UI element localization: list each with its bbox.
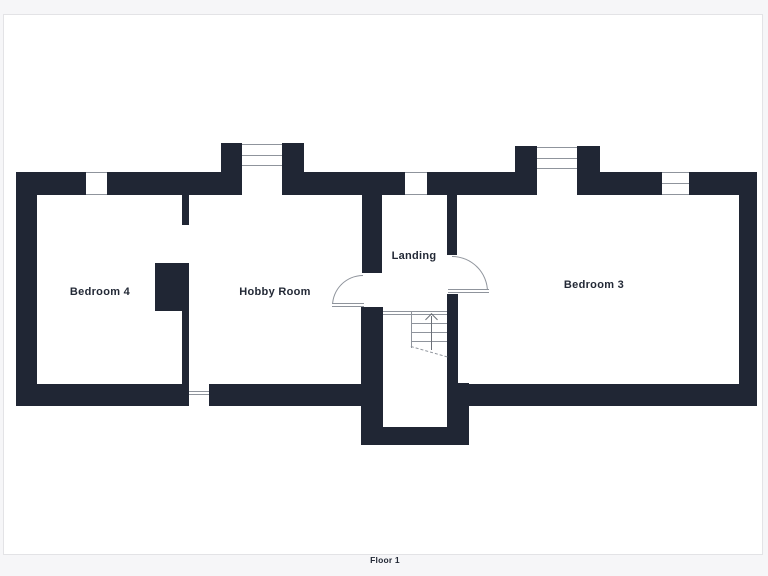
window-landing-top [405,172,427,195]
floorplan-drawing: Bedroom 4 Hobby Room Landing Bedroom 3 F… [4,15,762,565]
window-bay-left-line [242,155,282,156]
room-label-hobby-room: Hobby Room [239,286,311,298]
wall-stairshaft-right [447,294,458,383]
floor-caption: Floor 1 [370,555,400,565]
room-label-bedroom-4: Bedroom 4 [69,286,131,298]
stairs-up-arrow-line [431,316,432,350]
window-bedroom4-top [86,172,107,195]
window-bay-right [537,146,577,195]
wall-top-segment [427,172,515,195]
wall-divider-chimney-block [155,263,189,311]
door-arc-hobbyroom [332,275,363,306]
window-bay-right-line [537,158,577,159]
stair-tread [412,332,447,333]
wall-right-exterior [739,172,757,406]
wall-bottom-hobbyroom [209,384,361,406]
staircase [383,309,448,359]
wall-stairbay-bottom [383,427,447,445]
wall-bottom-bedroom4 [16,384,189,406]
wall-stairshaft-left [361,307,383,445]
stair-tread [412,341,447,342]
wall-landing-left [362,195,382,273]
wall-left-exterior [16,172,37,406]
door-arc-bedroom3 [452,256,488,292]
wall-divider-stub [182,195,189,225]
wall-bay-left-pier [282,143,304,195]
opening-threshold-line [189,391,209,395]
stair-tread [412,323,447,324]
window-bay-left-line [242,144,282,145]
window-bay-left-line [242,165,282,166]
window-bedroom3-top-line [662,183,689,184]
wall-divider-thin [182,311,189,384]
door-panel-hobbyroom [332,303,364,307]
wall-bottom-bedroom3 [458,384,757,406]
wall-stairbay-right [447,383,469,445]
wall-top-segment [107,172,221,195]
room-label-bedroom-3: Bedroom 3 [563,279,625,291]
wall-bay-right-pier [577,146,600,195]
wall-bay-right-pier [515,146,537,195]
wall-top-segment [304,172,405,195]
stair-flight-edge [411,311,412,348]
floorplan-canvas: Bedroom 4 Hobby Room Landing Bedroom 3 F… [3,14,763,565]
door-panel-bedroom3 [448,289,489,293]
window-bay-right-line [537,147,577,148]
wall-landing-right [447,195,457,255]
wall-bay-left-pier [221,143,242,195]
stair-top-edge [383,311,447,315]
window-bay-right-line [537,168,577,169]
wall-top-segment [600,172,662,195]
room-label-landing: Landing [391,250,437,262]
stair-break-line [410,346,448,358]
window-bay-left [242,143,282,195]
